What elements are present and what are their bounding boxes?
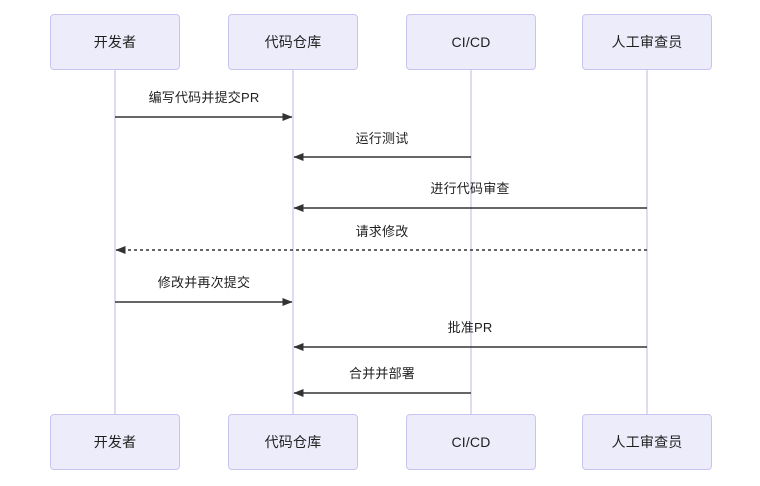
message-label-2: 运行测试 — [355, 131, 409, 146]
participant-label-repo: 代码仓库 — [264, 434, 322, 450]
message-label-1: 编写代码并提交PR — [148, 90, 260, 105]
message-label-6: 批准PR — [447, 320, 493, 335]
message-label-5: 修改并再次提交 — [157, 275, 251, 290]
participant-box-cicd-top[interactable]: CI/CD — [406, 14, 536, 70]
participant-label-dev: 开发者 — [93, 434, 137, 450]
message-label-3: 进行代码审查 — [430, 181, 510, 196]
participant-label-cicd: CI/CD — [451, 434, 491, 450]
message-label-7: 合并并部署 — [348, 366, 416, 381]
participant-box-cicd-bottom[interactable]: CI/CD — [406, 414, 536, 470]
participant-box-reviewer-top[interactable]: 人工审查员 — [582, 14, 712, 70]
message-arrows-group — [115, 113, 647, 397]
participant-label-reviewer: 人工审查员 — [611, 434, 683, 450]
participant-box-dev-bottom[interactable]: 开发者 — [50, 414, 180, 470]
participant-label-dev: 开发者 — [93, 34, 137, 50]
participant-label-repo: 代码仓库 — [264, 34, 322, 50]
lifelines-group — [114, 70, 648, 414]
message-label-4: 请求修改 — [355, 224, 409, 239]
participant-label-cicd: CI/CD — [451, 34, 491, 50]
participant-box-repo-bottom[interactable]: 代码仓库 — [228, 414, 358, 470]
participant-box-dev-top[interactable]: 开发者 — [50, 14, 180, 70]
participant-box-repo-top[interactable]: 代码仓库 — [228, 14, 358, 70]
participant-box-reviewer-bottom[interactable]: 人工审查员 — [582, 414, 712, 470]
participant-label-reviewer: 人工审查员 — [611, 34, 683, 50]
